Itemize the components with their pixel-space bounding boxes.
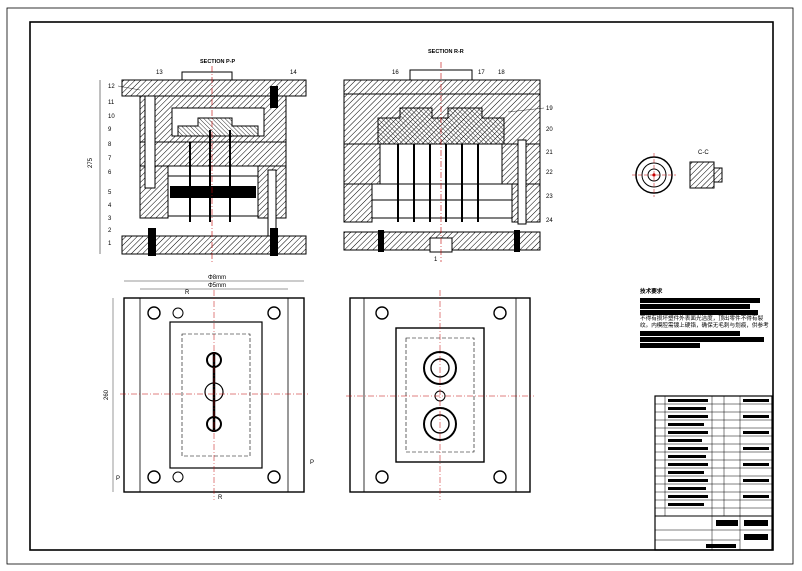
plan-height-dim: 260 — [104, 389, 110, 400]
marker-p-left: P — [116, 476, 120, 482]
notes-heading: 技术要求 — [640, 289, 663, 295]
callout-5: 5 — [108, 190, 112, 196]
callout-4: 4 — [108, 203, 112, 209]
plate-width-dim: Φ8mm — [208, 275, 226, 281]
callout-16: 16 — [392, 70, 399, 76]
section-left-title: SECTION P-P — [200, 59, 235, 65]
callout-24: 24 — [546, 218, 553, 224]
callout-6: 6 — [108, 170, 112, 176]
marker-p-right: P — [310, 460, 314, 466]
right-callouts: 19 20 21 22 23 24 16 17 18 — [392, 70, 553, 224]
callout-10: 10 — [108, 114, 115, 120]
left-callouts: 12 11 10 9 8 7 6 5 4 3 2 1 13 14 — [108, 70, 297, 247]
callout-23: 23 — [546, 194, 553, 200]
title-block — [654, 395, 773, 551]
marker-r-top: R — [185, 290, 190, 296]
callout-22: 22 — [546, 170, 553, 176]
callout-1: 1 — [108, 241, 112, 247]
callout-12: 12 — [108, 84, 115, 90]
callout-9: 9 — [108, 127, 112, 133]
outer-border — [6, 7, 794, 565]
detail-label: C-C — [698, 150, 709, 156]
callout-19: 19 — [546, 106, 553, 112]
marker-r-bottom: R — [218, 495, 223, 501]
detail-view: C-C — [632, 150, 723, 197]
plan-view-right — [346, 290, 534, 500]
section-r-r-view: SECTION R-R 1 — [343, 49, 541, 263]
callout-21: 21 — [546, 150, 553, 156]
callout-18: 18 — [498, 70, 505, 76]
section-right-title: SECTION R-R — [428, 49, 464, 55]
inner-border — [29, 21, 774, 551]
callout-17: 17 — [478, 70, 485, 76]
callout-8: 8 — [108, 142, 112, 148]
notes-text: 不得有损坏塑件外表面光洁度，顶出零件不得有裂纹。内模腔需镀上硬铬，确保无毛刺与划… — [640, 316, 769, 329]
section-bottom-dim: 1 — [434, 257, 438, 263]
callout-7: 7 — [108, 156, 112, 162]
callout-13: 13 — [156, 70, 163, 76]
plate-inner-dim: Φ5mm — [208, 283, 226, 289]
callout-2: 2 — [108, 228, 112, 234]
plan-view-left: Φ8mm Φ5mm 260 R R P P — [104, 275, 314, 501]
height-dimension: 275 — [88, 157, 94, 168]
section-p-p-view: SECTION P-P 275 — [88, 59, 307, 262]
callout-20: 20 — [546, 127, 553, 133]
callout-11: 11 — [108, 100, 115, 106]
callout-3: 3 — [108, 216, 112, 222]
technical-requirements: 技术要求 不得有损坏塑件外表面光洁度，顶出零件不得有裂纹。内模腔需镀上硬铬，确保… — [640, 289, 770, 349]
callout-14: 14 — [290, 70, 297, 76]
